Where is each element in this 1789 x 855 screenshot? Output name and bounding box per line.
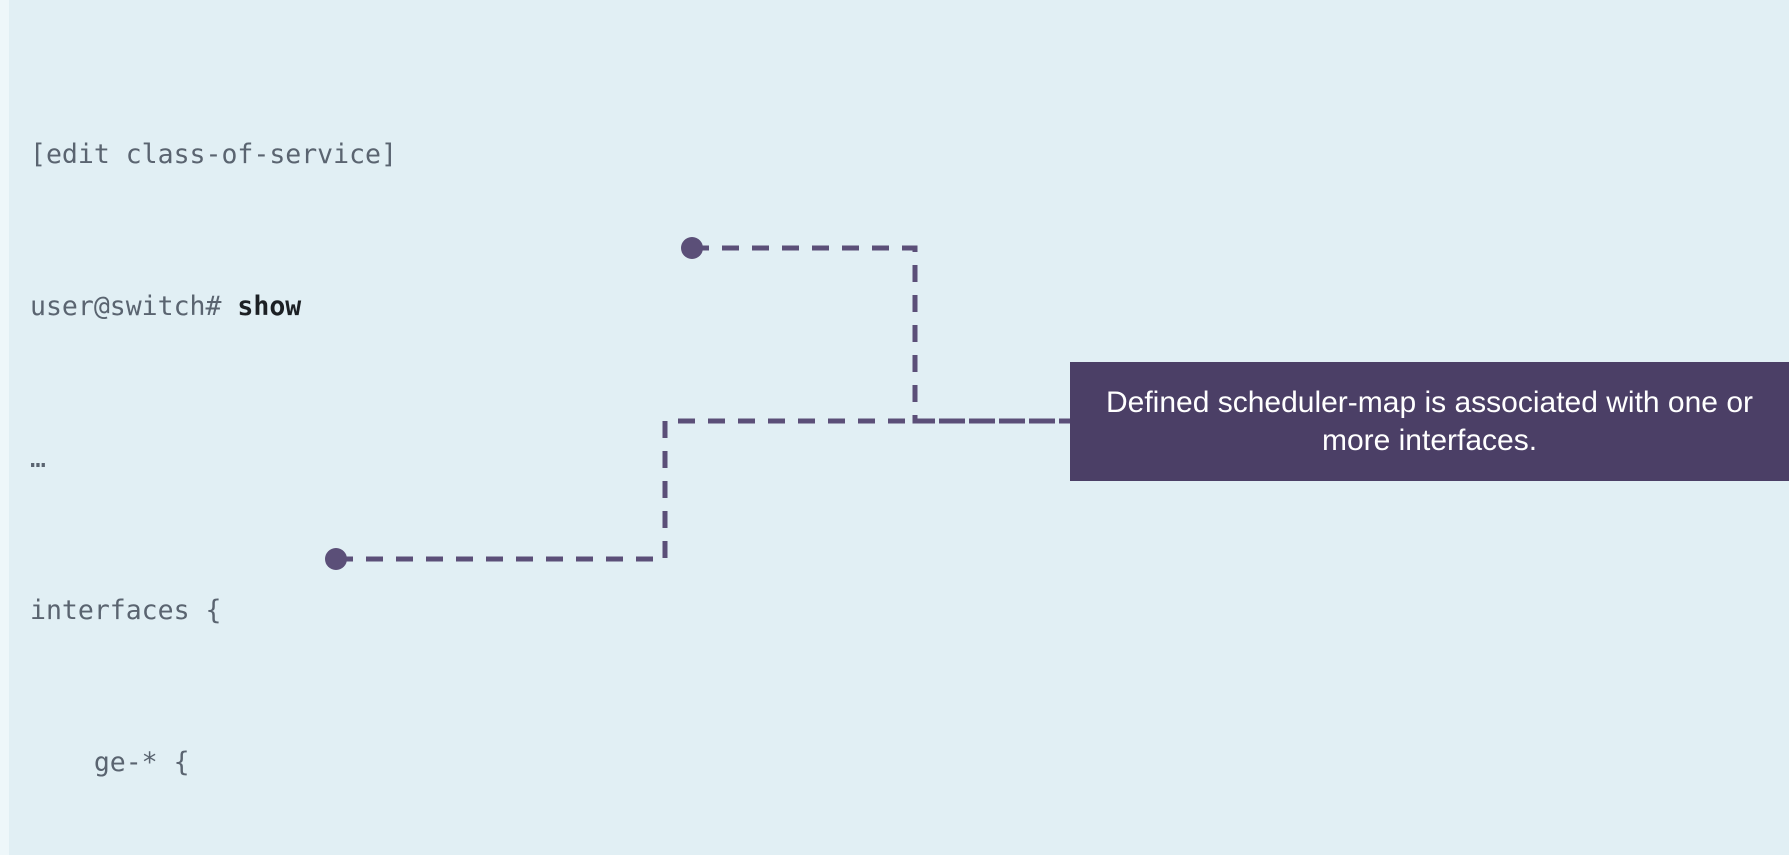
cli-prompt: user@switch# [30, 291, 238, 322]
code-line-ellipsis: … [0, 440, 1789, 478]
code-text: [edit class-of-service] [30, 139, 397, 170]
code-text: interfaces { [30, 595, 222, 626]
code-line-ge-star-open: ge-* { [0, 744, 1789, 782]
left-margin-strip [0, 0, 9, 855]
callout-text: Defined scheduler-map is associated with… [1105, 385, 1753, 457]
cli-configuration-block: [edit class-of-service] user@switch# sho… [0, 22, 1789, 855]
callout-box: Defined scheduler-map is associated with… [1070, 362, 1789, 481]
cli-command-show: show [237, 291, 302, 322]
code-line-prompt: user@switch# show [0, 288, 1789, 326]
code-text: ge-* { [30, 747, 190, 778]
code-line-interfaces-open: interfaces { [0, 592, 1789, 630]
code-text: … [30, 443, 47, 474]
code-line-edit-context: [edit class-of-service] [0, 136, 1789, 174]
